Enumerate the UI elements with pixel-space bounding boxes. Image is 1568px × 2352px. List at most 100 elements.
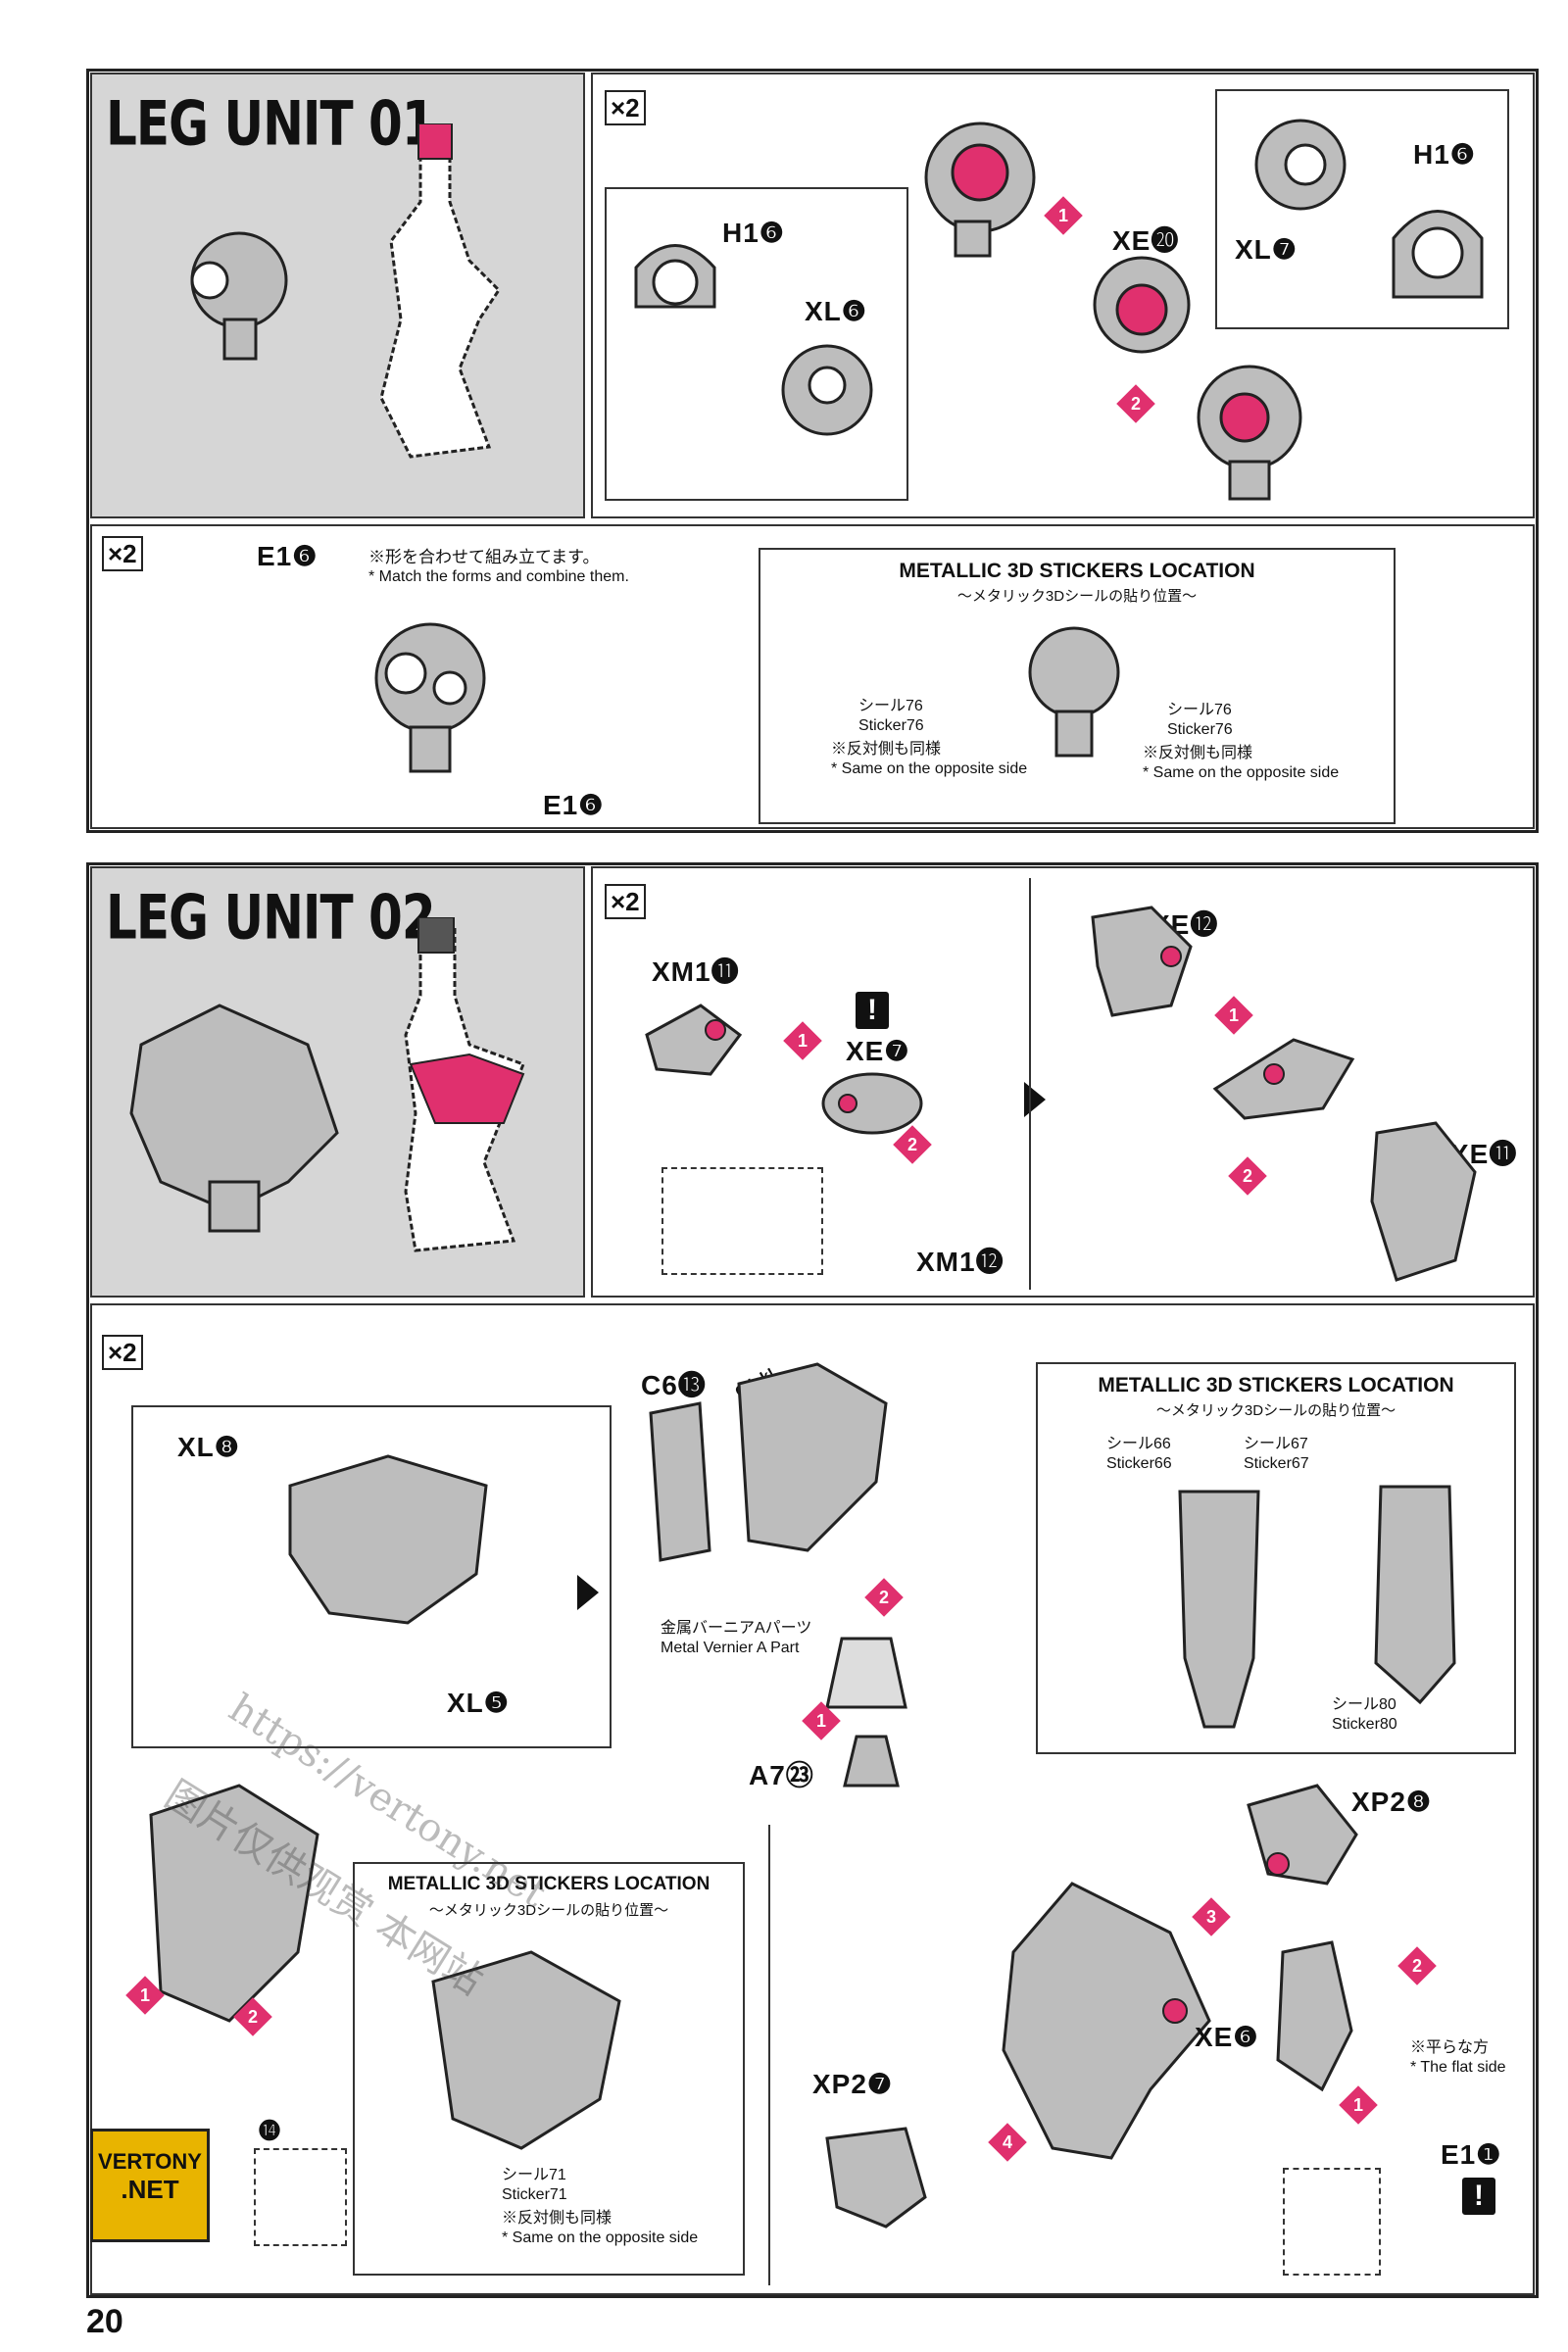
divider: [1029, 878, 1031, 1290]
leg-unit-02-step-b-panel: ×2 XL❽ XL❺ C6⓭ Click! 2 金属バーニアAパーツ Metal…: [90, 1303, 1535, 2295]
ring-part-image: [781, 344, 873, 436]
step-number-1: 1: [783, 1021, 822, 1060]
inset-box: [1283, 2168, 1381, 2276]
step-number-3: 3: [1192, 1897, 1231, 1936]
leg-unit-02-step-a-panel: ×2 XM1⓫ ! XE❼ 1 2 XM1⓬ XE⓬ XE⓫ 1 2: [591, 866, 1535, 1298]
shoulder-joint-part-image: [190, 231, 288, 361]
cap-part-image: [634, 244, 716, 309]
leg-unit-02-title: LEG UNIT 02: [106, 882, 436, 954]
leg-unit-01-title: LEG UNIT 01: [106, 88, 436, 160]
sticker-note-jp: ※反対側も同様: [502, 2210, 612, 2227]
part-label: XL❻: [805, 296, 867, 326]
joint-result-image: [1197, 365, 1302, 501]
sticker-label-en: Sticker67: [1244, 1455, 1309, 1472]
metallic-stickers-box: METALLIC 3D STICKERS LOCATION 〜メタリック3Dシー…: [1036, 1362, 1516, 1754]
step-number-2: 2: [864, 1578, 904, 1617]
part-label: XM1⓫: [652, 956, 740, 987]
part-label: E1❻: [543, 790, 605, 820]
part-label: XE❼: [846, 1036, 910, 1066]
flat-side-note-jp: ※平らな方: [1410, 2039, 1490, 2056]
stickers-title: METALLIC 3D STICKERS LOCATION: [387, 1874, 710, 1894]
flow-arrow-icon: [1024, 1082, 1046, 1117]
joint-assembly-image: [924, 122, 1036, 258]
leg-silhouette-image: [379, 123, 501, 459]
part-label: XE⓴: [1112, 225, 1180, 256]
metallic-stickers-box: METALLIC 3D STICKERS LOCATION 〜メタリック3Dシー…: [353, 1862, 745, 2276]
multiplier-badge: ×2: [102, 536, 143, 571]
step-number-1: 1: [1339, 2085, 1378, 2125]
part-label: XE❻: [1195, 2022, 1259, 2052]
xm-part-image: [1212, 1038, 1355, 1120]
leg-front-image: [1178, 1490, 1260, 1729]
part-label: A7㉓: [749, 1760, 814, 1790]
metal-part-label-jp: 金属バーニアAパーツ: [661, 1620, 812, 1637]
flow-arrow-icon: [577, 1575, 599, 1610]
page-number: 20: [86, 2303, 123, 2340]
inset-box: H1❻ XL❻: [605, 187, 908, 501]
xp2-part-image: [825, 2127, 927, 2229]
step-number-2: 2: [1228, 1156, 1267, 1196]
sticker-label-en: Sticker76: [858, 717, 924, 734]
step-number-1: 1: [125, 1976, 165, 2015]
step-number-2: 2: [1116, 384, 1155, 423]
leg-assembly-image: [649, 1362, 888, 1562]
leg-back-image: [1374, 1485, 1456, 1705]
leg-unit-02-title-panel: LEG UNIT 02: [90, 866, 585, 1298]
sticker-note-en: * Same on the opposite side: [502, 2230, 699, 2246]
sticker-label-jp: シール80: [1332, 1696, 1396, 1713]
sticker-note-jp: ※反対側も同様: [831, 741, 942, 758]
step-number-2: 2: [1397, 1946, 1437, 1985]
inset-box: XL❽ XL❺: [131, 1405, 612, 1748]
part-label: H1❻: [722, 218, 785, 248]
part-label: E1❶: [1441, 2139, 1502, 2170]
leg-part-image: [129, 1004, 339, 1233]
xm-part-image: [645, 1004, 743, 1076]
multiplier-badge: ×2: [605, 90, 646, 125]
part-label: XL❽: [177, 1432, 240, 1462]
step-number-1: 1: [1214, 996, 1253, 1035]
xe-bracket-image: [1091, 906, 1193, 1017]
part-label: E1❻: [257, 541, 318, 571]
stickers-subtitle: 〜メタリック3Dシールの貼り位置〜: [428, 1902, 669, 1919]
sticker-label-jp: シール67: [1244, 1436, 1308, 1452]
sticker-note-en: * Same on the opposite side: [1143, 764, 1340, 781]
stickers-title: METALLIC 3D STICKERS LOCATION: [899, 560, 1255, 582]
step-number-4: 4: [988, 2123, 1027, 2162]
leg-unit-01-step-b-panel: ×2 E1❻ ※形を合わせて組み立てます。 * Match the forms …: [90, 524, 1535, 829]
part-label: XM1⓬: [916, 1247, 1004, 1277]
step-number-2: 2: [233, 1997, 272, 2036]
sticker-label-jp: シール71: [502, 2167, 566, 2183]
vertony-logo: VERTONY .NET: [90, 2129, 210, 2242]
xe-part-image: [1093, 256, 1191, 354]
sticker-label-en: Sticker66: [1106, 1455, 1172, 1472]
inset-box: H1❻ XL❼: [1215, 89, 1509, 329]
inset-box: [662, 1167, 823, 1275]
vernier-part-image: [825, 1637, 907, 1709]
leg-silhouette-image: [404, 917, 525, 1252]
note-jp: ※形を合わせて組み立てます。: [368, 548, 600, 566]
stickers-title: METALLIC 3D STICKERS LOCATION: [1098, 1374, 1454, 1396]
xp2-part-image: [1247, 1784, 1358, 1886]
part-label: XP2❽: [1351, 1787, 1433, 1817]
joint-part-image: [374, 622, 486, 773]
cap-part-image: [1392, 210, 1484, 299]
part-number-label: ⓮: [259, 2119, 282, 2143]
multiplier-badge: ×2: [605, 884, 646, 919]
multiplier-badge: ×2: [102, 1335, 143, 1370]
caution-icon: !: [1462, 2178, 1495, 2215]
leg-frame-image: [288, 1454, 488, 1625]
leg-unit-01-step-a-panel: ×2 H1❻ XL❻ XE⓴ 1 2 H1❻ XL❼: [591, 73, 1535, 518]
metallic-stickers-box: METALLIC 3D STICKERS LOCATION 〜メタリック3Dシー…: [759, 548, 1396, 824]
part-label: XL❼: [1235, 234, 1298, 265]
sticker-label-en: Sticker76: [1167, 721, 1233, 738]
sticker-label-jp: シール76: [1167, 702, 1232, 718]
sticker-note-en: * Same on the opposite side: [831, 760, 1028, 777]
leg-assembly-image: [1002, 1882, 1211, 2160]
flat-side-note-en: * The flat side: [1410, 2059, 1506, 2076]
sticker-label-jp: シール66: [1106, 1436, 1171, 1452]
note-en: * Match the forms and combine them.: [368, 568, 629, 585]
joint-sticker-diagram: [1028, 626, 1120, 758]
sticker-note-jp: ※反対側も同様: [1143, 745, 1253, 761]
leg-unit-01-title-panel: LEG UNIT 01: [90, 73, 585, 518]
stickers-subtitle: 〜メタリック3Dシールの貼り位置〜: [956, 588, 1198, 605]
